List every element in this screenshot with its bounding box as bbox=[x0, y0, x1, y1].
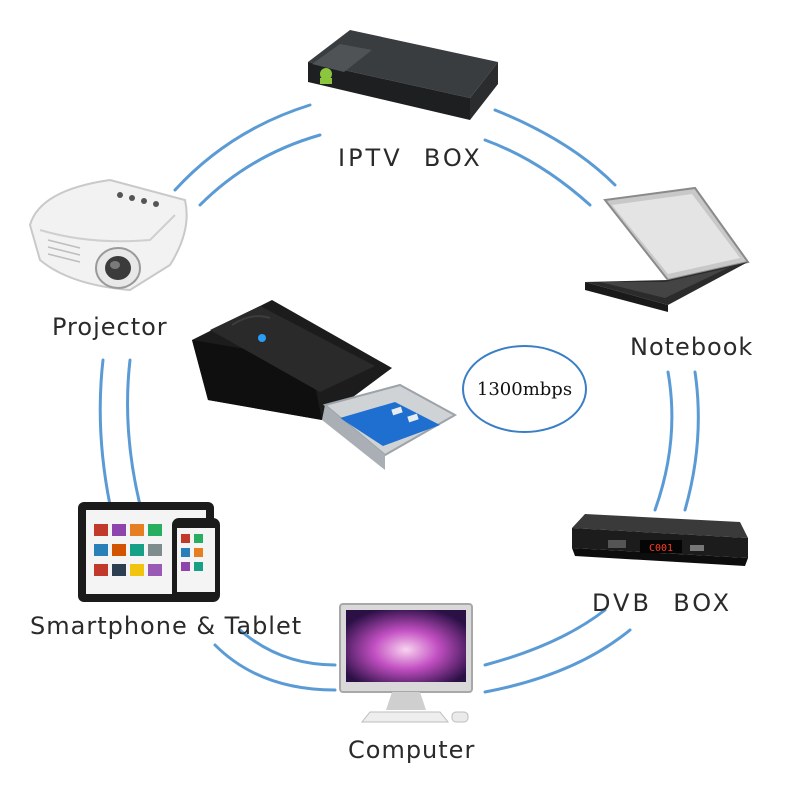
label-smartphone-tablet: Smartphone & Tablet bbox=[30, 612, 303, 640]
speed-label: 1300mbps bbox=[476, 378, 573, 400]
label-projector: Projector bbox=[52, 313, 168, 341]
label-iptv-box: IPTV BOX bbox=[338, 144, 483, 172]
label-notebook: Notebook bbox=[630, 333, 754, 361]
link-iptv-projector-outer bbox=[173, 103, 312, 192]
tablet-app-grid bbox=[94, 524, 162, 576]
link-iptv-notebook-inner bbox=[483, 138, 592, 207]
label-dvb-box: DVB BOX bbox=[592, 589, 733, 617]
link-notebook-dvb-outer bbox=[653, 370, 674, 512]
link-iptv-notebook-outer bbox=[493, 108, 617, 187]
dvb-display-text: C001 bbox=[649, 543, 673, 554]
link-smart-computer-outer bbox=[213, 643, 337, 692]
link-dvb-computer-inner bbox=[483, 608, 607, 667]
speed-ring: 1300mbps bbox=[462, 345, 587, 433]
link-projector-smart-outer bbox=[98, 358, 112, 507]
link-dvb-computer-outer bbox=[483, 628, 632, 694]
link-iptv-projector-inner bbox=[198, 133, 322, 207]
label-computer: Computer bbox=[348, 736, 476, 764]
link-notebook-dvb-inner bbox=[683, 370, 700, 512]
link-projector-smart-inner bbox=[126, 358, 142, 507]
link-smart-computer-inner bbox=[238, 628, 337, 667]
